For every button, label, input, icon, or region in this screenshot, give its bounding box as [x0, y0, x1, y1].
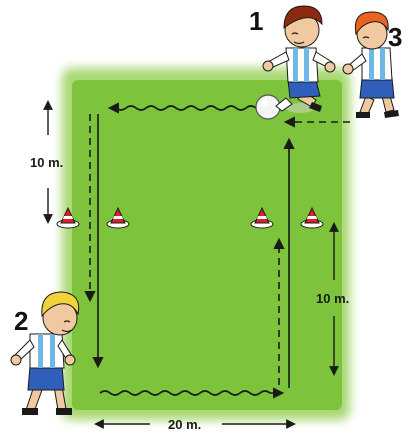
soccer-ball-icon: [256, 95, 280, 119]
left-distance-label: 10 m.: [30, 155, 63, 170]
bottom-distance-label: 20 m.: [168, 417, 201, 432]
playing-field-center: [72, 80, 342, 410]
player-2-number: 2: [14, 306, 28, 336]
right-distance-label: 10 m.: [316, 291, 349, 306]
player-1-number: 1: [249, 6, 263, 36]
player-3-number: 3: [388, 22, 402, 52]
